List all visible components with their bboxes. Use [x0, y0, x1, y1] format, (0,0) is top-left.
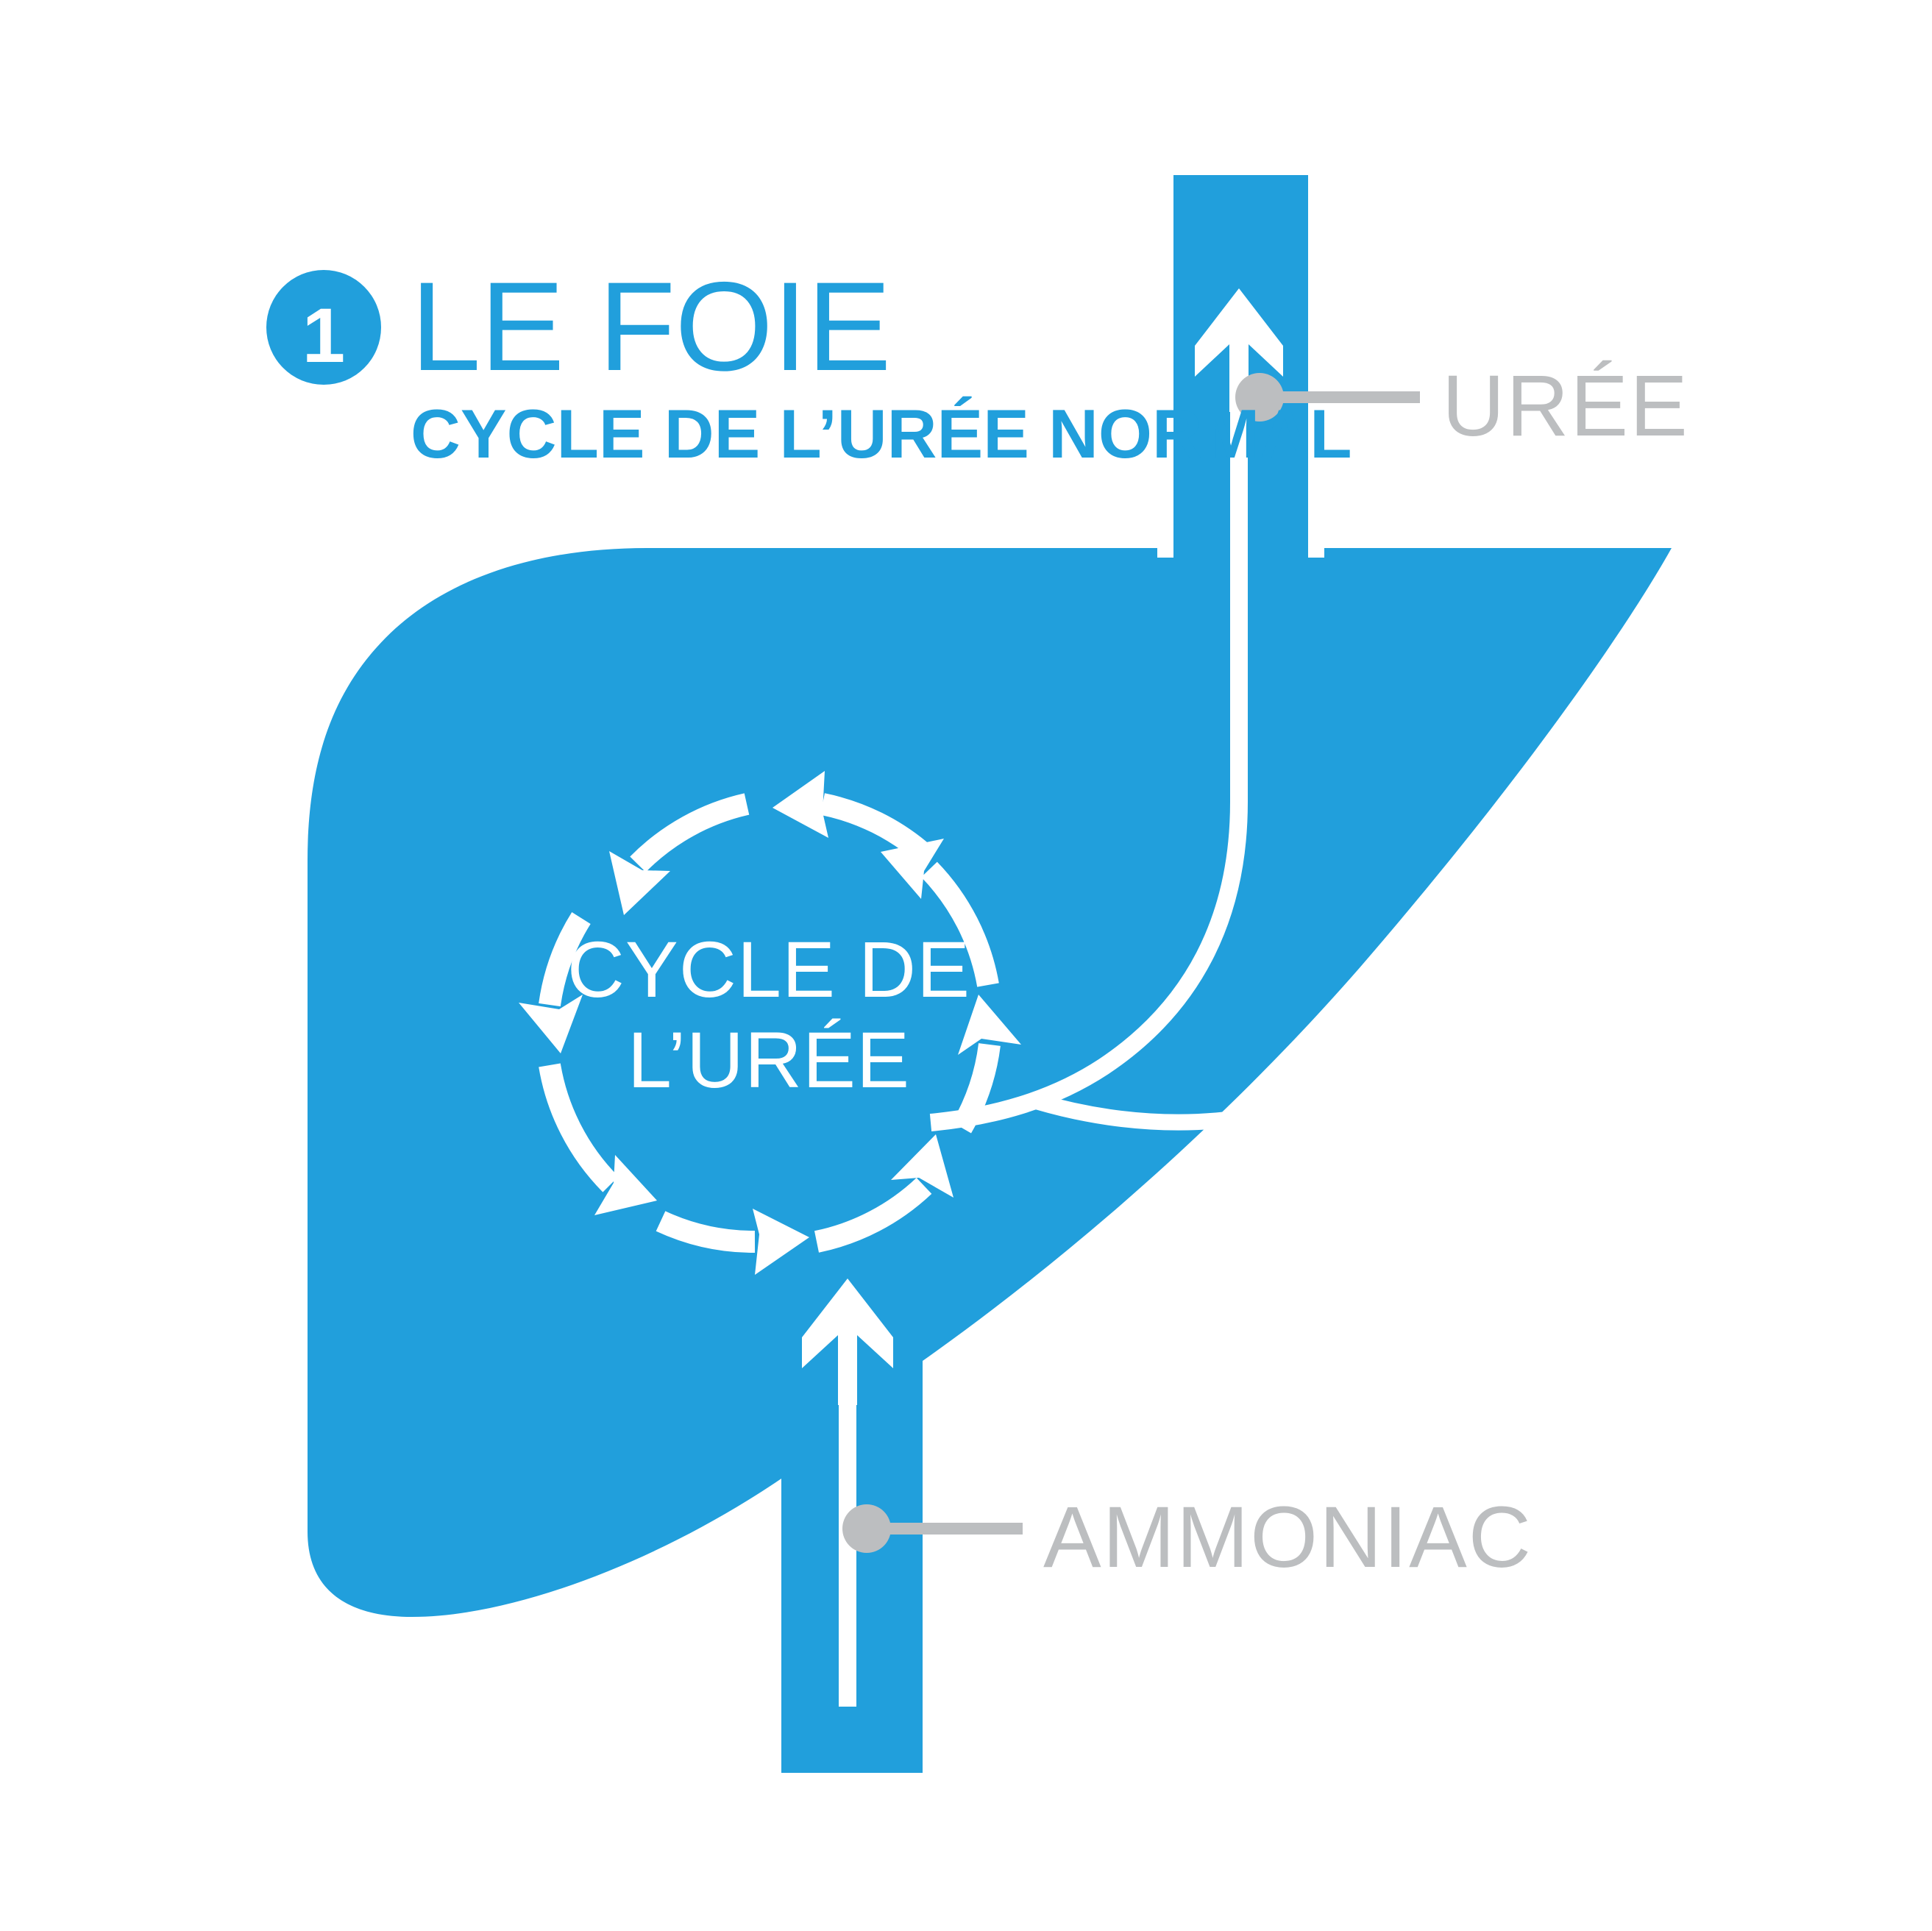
cycle-arrow-5	[656, 1209, 809, 1275]
cycle-arrow-7	[951, 995, 1021, 1134]
cycle-arrow-6	[814, 1134, 953, 1253]
ammonia-arrowhead	[802, 1279, 893, 1405]
page-title: LE FOIE	[411, 256, 891, 397]
ammoniac-label: AMMONIAC	[1043, 1489, 1533, 1586]
uree-leader-dot	[1235, 373, 1284, 422]
ammoniac-leader-dot	[842, 1504, 891, 1553]
cycle-arrow-8	[881, 839, 999, 987]
urea-arrowhead	[1195, 288, 1283, 412]
urea-flow-curve	[929, 318, 1248, 1131]
step-badge-circle	[266, 270, 381, 385]
cycle-arrow-4	[539, 1063, 657, 1215]
urea-cycle-arrows	[519, 771, 1021, 1275]
cycle-label-line-2: L’URÉE	[628, 1015, 910, 1104]
cycle-label-line-1: CYCLE DE	[567, 925, 970, 1014]
cycle-arrow-3	[519, 912, 591, 1053]
cycle-arrow-2	[609, 793, 750, 915]
step-badge-number: 1	[302, 293, 345, 379]
callout-ammoniac[interactable]: AMMONIAC	[842, 1489, 1533, 1586]
page-subtitle: CYCLE DE L’URÉE NORMAL	[411, 395, 1352, 472]
header-group: 1 LE FOIE CYCLE DE L’URÉE NORMAL	[266, 256, 1352, 472]
uree-label: URÉE	[1442, 358, 1689, 455]
callout-uree[interactable]: URÉE	[1235, 358, 1689, 455]
flow-arrows-group	[802, 288, 1283, 1707]
